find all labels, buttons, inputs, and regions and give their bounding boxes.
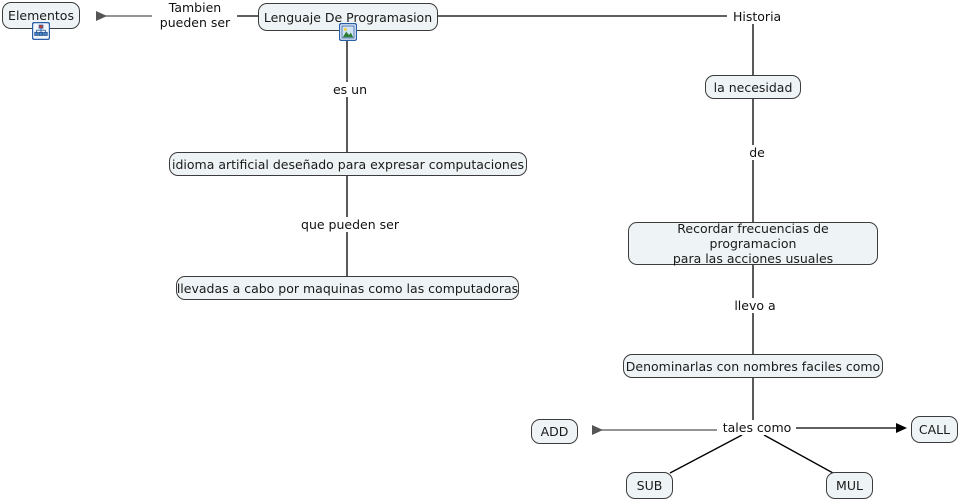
link-label-tambien-pueden-ser[interactable]: Tambien pueden ser: [153, 0, 237, 30]
node-call-label: CALL: [918, 422, 951, 437]
node-denominarlas[interactable]: Denominarlas con nombres faciles como: [623, 354, 883, 378]
link-label-que-pueden-ser[interactable]: que pueden ser: [297, 217, 403, 232]
node-sub-label: SUB: [636, 478, 663, 493]
node-la-necesidad[interactable]: la necesidad: [705, 75, 801, 99]
node-idioma-artificial[interactable]: idioma artificial deseñado para expresar…: [169, 152, 527, 176]
node-call[interactable]: CALL: [911, 416, 958, 443]
edge-label-talescomo-to-mul: [763, 434, 834, 474]
node-lenguaje-label: Lenguaje De Programasion: [263, 9, 433, 25]
node-elementos-label: Elementos: [8, 8, 74, 23]
node-mul-label: MUL: [836, 478, 863, 493]
link-label-historia[interactable]: Historia: [730, 9, 784, 24]
node-mul[interactable]: MUL: [826, 472, 873, 499]
node-llevadas-a-cabo[interactable]: llevadas a cabo por maquinas como las co…: [176, 276, 519, 300]
node-llevadas-label: llevadas a cabo por maquinas como las co…: [176, 280, 519, 296]
link-label-llevo-a[interactable]: llevo a: [729, 298, 781, 313]
link-label-de[interactable]: de: [743, 145, 771, 160]
link-label-tales-como[interactable]: tales como: [718, 420, 796, 435]
node-idioma-label: idioma artificial deseñado para expresar…: [171, 156, 525, 172]
node-lenguaje-de-programasion[interactable]: Lenguaje De Programasion: [258, 3, 438, 31]
node-add[interactable]: ADD: [531, 419, 578, 444]
node-add-label: ADD: [540, 424, 569, 439]
node-recordar-frecuencias[interactable]: Recordar frecuencias de programacion par…: [628, 221, 878, 266]
hierarchy-icon[interactable]: [32, 22, 50, 40]
node-denominarlas-label: Denominarlas con nombres faciles como: [625, 358, 881, 374]
edge-label-talescomo-to-sub: [669, 434, 743, 474]
node-recordar-label: Recordar frecuencias de programacion par…: [672, 221, 834, 266]
node-sub[interactable]: SUB: [626, 472, 673, 499]
node-necesidad-label: la necesidad: [713, 79, 793, 95]
link-label-es-un[interactable]: es un: [327, 82, 373, 97]
picture-icon[interactable]: [339, 23, 357, 41]
